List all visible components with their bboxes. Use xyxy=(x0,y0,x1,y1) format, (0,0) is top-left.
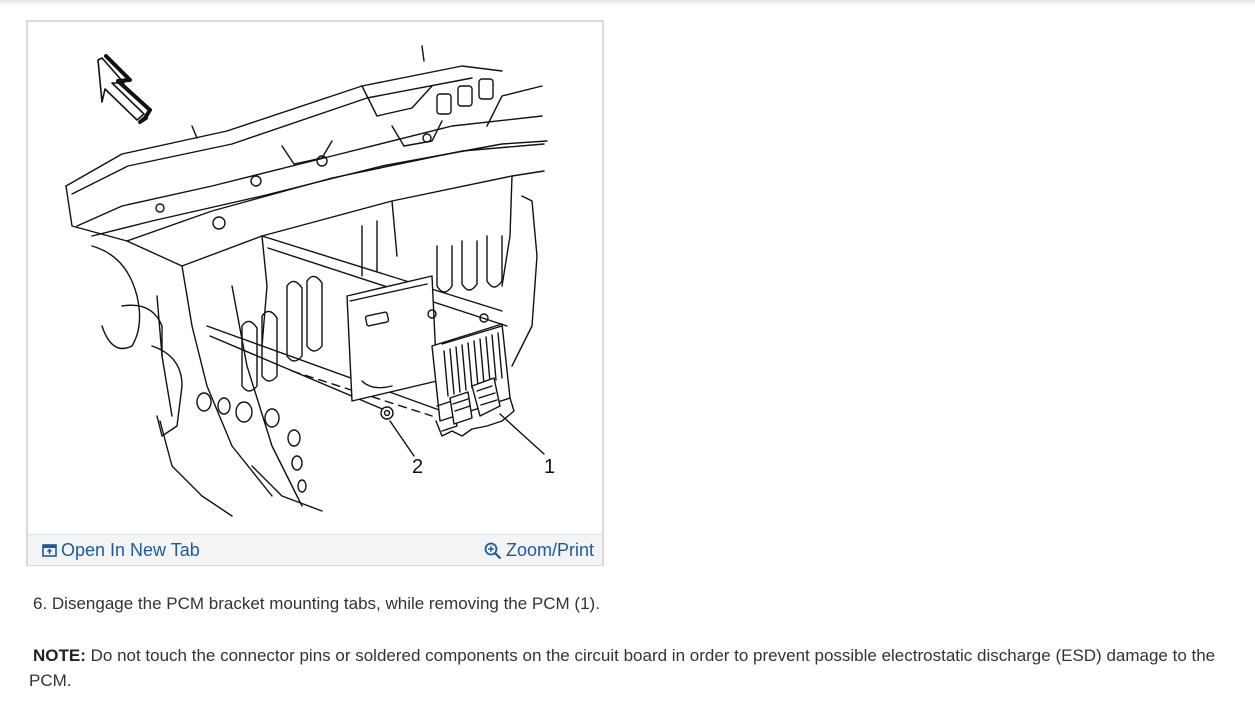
zoom-print-link[interactable]: Zoom/Print xyxy=(484,540,594,561)
step-instruction: 6. Disengage the PCM bracket mounting ta… xyxy=(33,594,600,613)
open-in-new-tab-link[interactable]: Open In New Tab xyxy=(42,540,200,561)
open-new-tab-icon xyxy=(42,544,57,557)
callout-1: 1 xyxy=(544,456,555,478)
note-paragraph: NOTE: Do not touch the connector pins or… xyxy=(29,643,1239,693)
zoom-in-icon xyxy=(484,542,502,560)
open-in-new-tab-label: Open In New Tab xyxy=(61,540,200,560)
top-shadow xyxy=(0,0,1255,6)
figure-action-bar: Open In New Tab Zoom/Print xyxy=(28,534,602,565)
note-body: Do not touch the connector pins or solde… xyxy=(29,646,1216,690)
pcm-module xyxy=(427,309,515,437)
pcm-line-drawing: 2 1 xyxy=(32,26,598,534)
direction-arrow-icon xyxy=(97,54,152,124)
figure-card: 2 1 Open In New Tab Zoom/ xyxy=(26,20,604,566)
callout-2: 2 xyxy=(412,456,423,478)
note-label: NOTE: xyxy=(33,646,86,665)
zoom-print-label: Zoom/Print xyxy=(505,540,594,560)
